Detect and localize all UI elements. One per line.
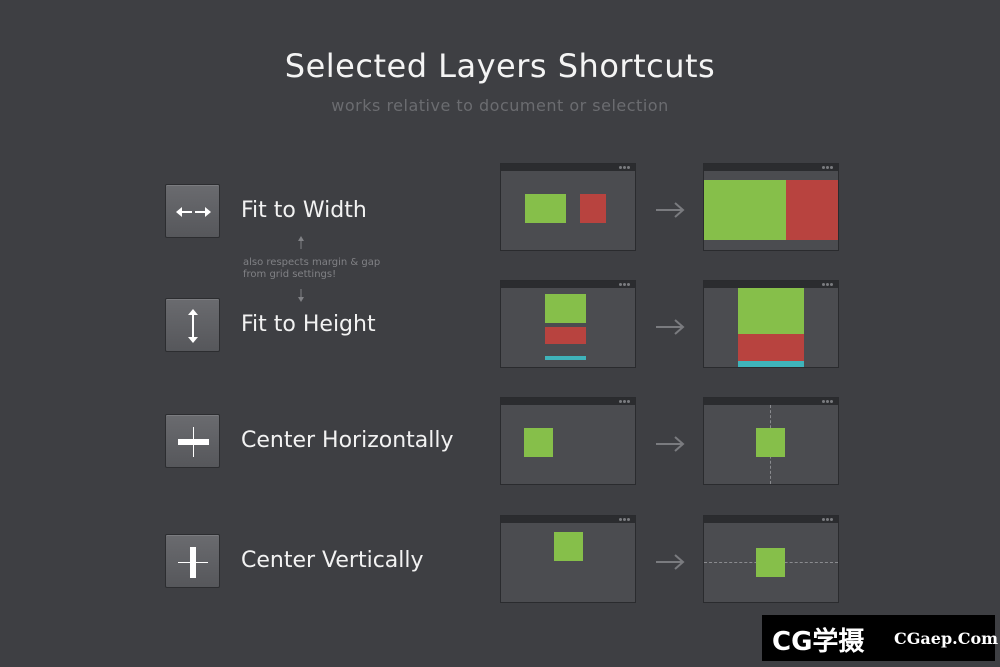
- red-layer: [545, 327, 586, 344]
- window-titlebar: [501, 164, 635, 171]
- grid-settings-note: also respects margin & gap from grid set…: [243, 257, 380, 281]
- page-subtitle: works relative to document or selection: [331, 96, 669, 115]
- fit-width-before-window: [500, 163, 636, 251]
- center-horizontally-key[interactable]: [165, 414, 220, 468]
- center-horizontal-after-window: [703, 397, 839, 485]
- center-horizontally-label: Center Horizontally: [241, 428, 454, 453]
- window-titlebar: [704, 398, 838, 405]
- arrow-up-icon: [298, 236, 304, 249]
- teal-layer: [738, 361, 804, 367]
- center-vertically-label: Center Vertically: [241, 548, 424, 573]
- fit-height-before-window: [500, 280, 636, 368]
- arrows-horizontal-icon: [176, 207, 211, 217]
- fit-height-after-window: [703, 280, 839, 368]
- fit-to-height-label: Fit to Height: [241, 312, 376, 337]
- center-vertically-key[interactable]: [165, 534, 220, 588]
- green-layer: [704, 180, 786, 240]
- red-layer: [786, 180, 838, 240]
- teal-layer: [545, 356, 586, 360]
- center-vertical-before-window: [500, 515, 636, 603]
- center-horizontal-before-window: [500, 397, 636, 485]
- window-titlebar: [704, 281, 838, 288]
- center-vertical-icon: [178, 547, 208, 578]
- center-vertical-after-window: [703, 515, 839, 603]
- window-titlebar: [704, 516, 838, 523]
- arrow-right-icon: [656, 319, 685, 335]
- arrow-down-icon: [298, 289, 304, 302]
- note-line-2: from grid settings!: [243, 269, 337, 280]
- green-layer: [756, 428, 785, 457]
- window-titlebar: [501, 398, 635, 405]
- window-titlebar: [501, 516, 635, 523]
- page-title: Selected Layers Shortcuts: [284, 47, 716, 85]
- green-layer: [525, 194, 566, 223]
- arrow-right-icon: [656, 202, 685, 218]
- arrows-vertical-icon: [188, 309, 198, 343]
- watermark-site: CGaep.Com: [894, 629, 999, 648]
- watermark: CG学摄 CGaep.Com: [762, 615, 999, 661]
- window-titlebar: [704, 164, 838, 171]
- watermark-logo: CG学摄: [772, 627, 865, 657]
- green-layer: [545, 294, 586, 323]
- note-line-1: also respects margin & gap: [243, 257, 381, 268]
- red-layer: [580, 194, 606, 223]
- green-layer: [554, 532, 583, 561]
- arrow-right-icon: [656, 436, 685, 452]
- green-layer: [756, 548, 785, 577]
- red-layer: [738, 334, 804, 361]
- fit-width-after-window: [703, 163, 839, 251]
- center-horizontal-icon: [178, 427, 209, 457]
- fit-to-height-key[interactable]: [165, 298, 220, 352]
- fit-to-width-label: Fit to Width: [241, 198, 367, 223]
- window-titlebar: [501, 281, 635, 288]
- green-layer: [738, 288, 804, 334]
- green-layer: [524, 428, 553, 457]
- arrow-right-icon: [656, 554, 685, 570]
- fit-to-width-key[interactable]: [165, 184, 220, 238]
